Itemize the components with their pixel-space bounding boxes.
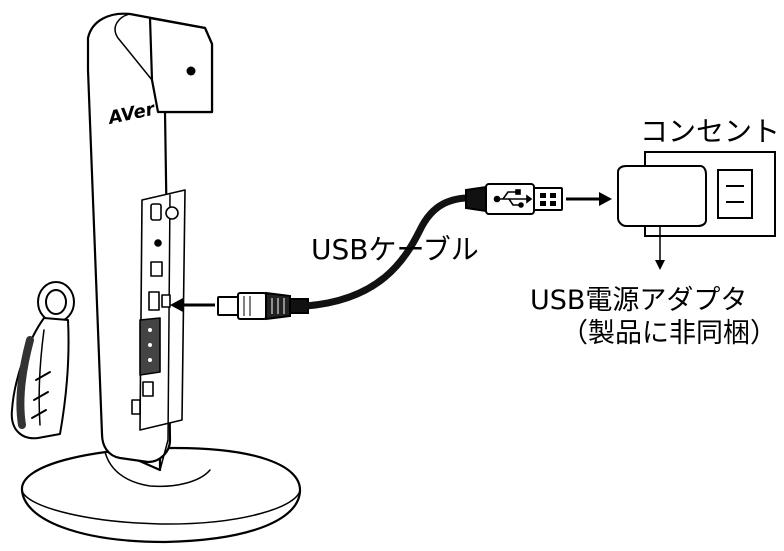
usb-adapter-label: USB電源アダプタ (530, 285, 748, 316)
outlet-label: コンセント (640, 115, 781, 148)
usb-plug-device-side (217, 291, 309, 321)
usb-cable-label: USBケーブル (311, 233, 479, 266)
usb-power-adapter (617, 165, 707, 270)
camera-ports (131, 203, 179, 415)
camera-base (20, 446, 302, 544)
port-usb (148, 291, 160, 311)
adjustment-knob (37, 281, 75, 323)
outlet-socket (717, 169, 753, 219)
document-camera: AVer (10, 12, 302, 544)
port-dot (154, 239, 162, 247)
camera-screw-icon (186, 66, 196, 76)
port-square (150, 261, 163, 277)
usb-plug-adapter-side (465, 183, 563, 215)
usb-adapter-note: （製品に非同梱） (561, 318, 777, 349)
camera-arm (10, 317, 70, 440)
arrow-to-device (170, 298, 215, 312)
arrow-to-adapter (566, 192, 612, 206)
port-usb-b (161, 294, 171, 308)
port-slot (150, 203, 162, 221)
port-side (131, 399, 141, 415)
port-round (165, 206, 179, 220)
usb-cable (170, 183, 612, 321)
usb-icon (493, 189, 533, 208)
port-small (142, 381, 154, 397)
cable-wire (302, 194, 484, 310)
camera-body (86, 12, 214, 471)
